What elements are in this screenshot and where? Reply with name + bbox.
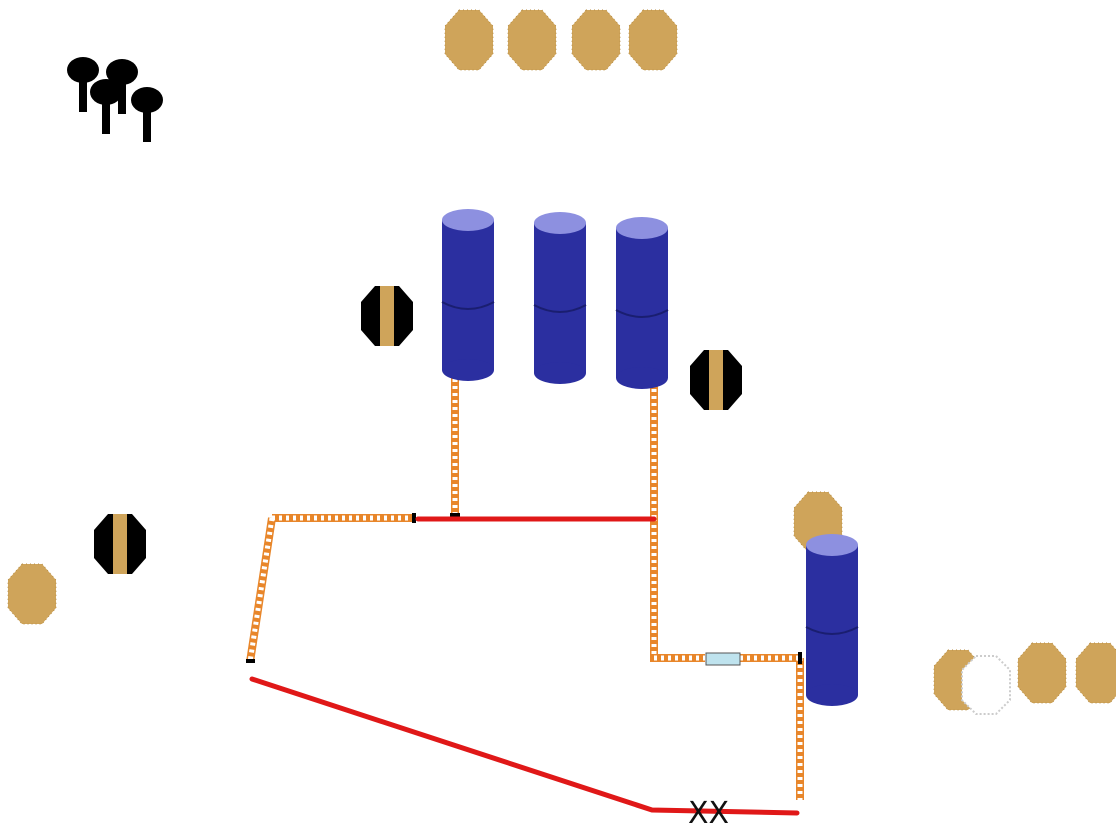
cone-row-right bbox=[933, 642, 1116, 715]
barrel-icon bbox=[441, 208, 495, 382]
barrel-icon bbox=[615, 216, 669, 390]
vehicle-icon bbox=[361, 286, 413, 346]
cone-icon bbox=[571, 9, 621, 71]
solid-lines bbox=[249, 516, 800, 816]
vehicle-icon bbox=[690, 350, 742, 410]
vehicle-icon bbox=[94, 514, 146, 574]
cone-icon bbox=[1075, 642, 1116, 704]
cone-icon bbox=[444, 9, 494, 71]
connector-icon bbox=[705, 652, 741, 666]
cone-icon bbox=[628, 9, 678, 71]
crossing-marker: XX bbox=[688, 796, 729, 825]
hose-lines bbox=[246, 372, 804, 800]
cone-icon bbox=[1017, 642, 1067, 704]
cone-icon bbox=[7, 563, 57, 625]
barrel-icon bbox=[805, 533, 859, 707]
barrel-icon bbox=[533, 211, 587, 385]
cone-row-top bbox=[444, 9, 678, 71]
cone-icon-faded bbox=[961, 655, 1011, 715]
tree-cluster-icon bbox=[67, 57, 163, 142]
cone-icon bbox=[507, 9, 557, 71]
